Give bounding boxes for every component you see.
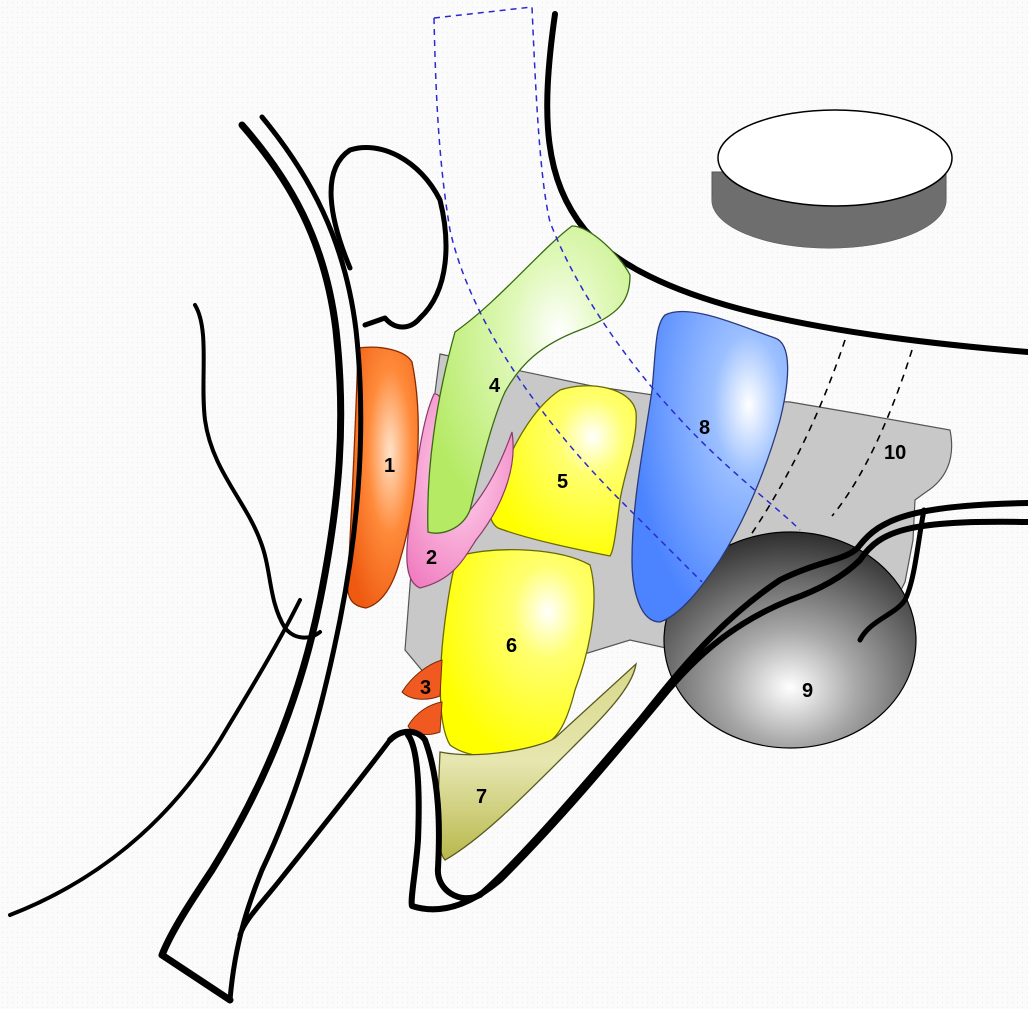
label-1: 1 [384, 455, 395, 477]
label-5: 5 [557, 471, 568, 493]
left-contour-outer [162, 125, 341, 1000]
label-2: 2 [426, 547, 437, 569]
label-6: 6 [506, 635, 517, 657]
label-4: 4 [489, 375, 501, 397]
upper-loop [331, 147, 446, 327]
label-8: 8 [699, 417, 710, 439]
oval-structure [712, 110, 952, 248]
left-profile [195, 305, 320, 638]
label-7: 7 [476, 786, 487, 808]
label-10: 10 [884, 442, 906, 464]
label-9: 9 [802, 680, 813, 702]
lower-left-curve [10, 600, 300, 915]
label-3: 3 [420, 677, 431, 699]
